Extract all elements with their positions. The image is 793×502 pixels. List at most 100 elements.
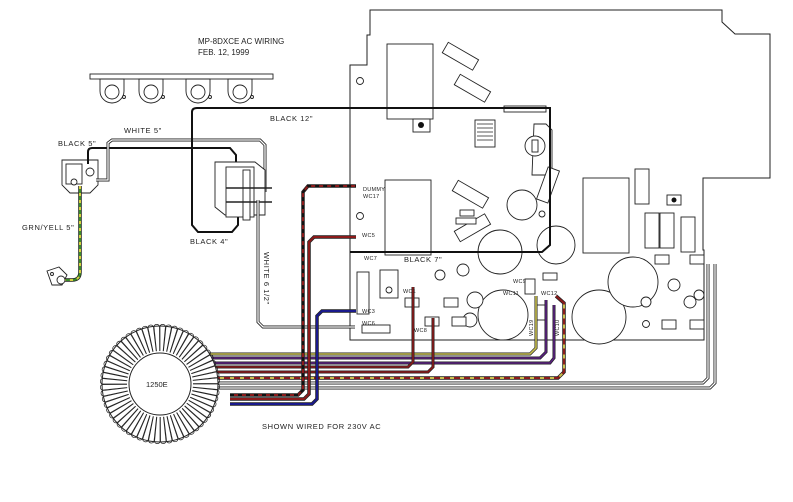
label-white-5: WHITE 5" [124,126,162,135]
toroid-winding [131,412,147,438]
lamp-socket [185,78,212,104]
toroid-winding [100,372,128,381]
wire-black-5 [87,147,190,164]
wire-grn-yell [60,186,82,282]
toroid-winding [108,350,134,368]
toroid-winding [192,377,220,385]
toroid-winding [192,387,220,396]
label-wc5: WC5 [362,233,375,239]
toroid-winding [101,390,129,403]
toroid-winding [100,387,128,397]
wire-white-6-5 [256,200,355,329]
label-wc8: WC8 [414,328,427,334]
toroid-winding [116,406,139,428]
toroid-winding [112,403,136,424]
power-switch [214,161,272,221]
label-black-7: BLACK 7" [404,255,442,264]
pcb-components [356,41,705,345]
toroidal-transformer [100,324,220,444]
label-black-12: BLACK 12" [270,114,313,123]
label-wc19: WC19 [529,320,535,336]
toroid-winding [130,330,147,356]
toroid-winding [186,400,212,418]
footer-note: SHOWN WIRED FOR 230V AC [262,422,381,431]
toroid-winding [106,355,132,371]
power-entry-module [61,159,99,194]
toroid-winding [166,415,179,443]
toroid-winding [142,415,154,443]
toroid-winding [103,360,130,375]
label-black-5: BLACK 5" [58,139,96,148]
toroid-winding [163,416,173,444]
label-wc6: WC6 [362,321,375,327]
wire-black-12 [191,107,500,113]
toroid-winding [170,414,184,441]
toroid-winding [186,349,211,368]
transformer-leads [160,264,717,390]
label-wc9: WC9 [513,279,526,285]
toroid-winding [106,397,132,414]
transformer-label: 1250E [146,380,168,389]
toroid-winding [103,394,130,408]
label-black-4: BLACK 4" [190,237,228,246]
toroid-winding [173,330,189,356]
toroid-winding [141,325,154,353]
toroid-winding [176,332,194,358]
toroid-winding [188,354,214,371]
diagram-title: MP-8DXCE AC WIRING [198,37,284,46]
label-wc1: WC1 [403,289,416,295]
toroid-winding [136,414,151,441]
toroid-winding [192,383,220,390]
toroid-winding [184,344,208,365]
label-wc10: WC10 [555,320,561,336]
pcb-outline [349,9,771,341]
toroid-winding [148,416,157,444]
toroid-winding [109,400,134,419]
toroid-winding [173,412,190,438]
toroid-winding [159,416,167,444]
toroid-winding [120,336,141,360]
toroid-winding [163,324,172,352]
toroid-winding [176,410,195,435]
wire-red-wc5 [230,235,356,401]
lamp-socket-bar [89,73,274,104]
ground-lug [46,266,68,286]
diagram-date: FEB. 12, 1999 [198,48,250,57]
toroid-winding [192,371,220,381]
label-dummy: DUMMY [363,187,385,193]
label-grn-yell-5: GRN/YELL 5" [22,223,74,232]
label-wc7: WC7 [364,256,377,262]
toroid-winding [136,327,150,354]
label-wc17: WC17 [363,194,379,200]
toroid-winding [179,408,200,432]
toroid-winding [190,360,217,374]
toroid-winding [191,365,219,378]
toroid-winding [147,324,157,352]
lamp-socket [138,78,165,104]
lamp-socket [99,78,126,104]
toroid-winding [100,378,128,385]
toroid-winding [169,327,184,354]
toroid-winding [125,333,144,358]
toroid-winding [159,324,166,352]
lamp-socket [227,78,254,104]
toroid-winding [191,390,219,402]
toroid-winding [154,416,161,444]
toroid-winding [121,408,141,432]
toroid-winding [182,405,204,428]
toroid-winding [112,345,136,365]
toroid-winding [184,403,208,423]
toroid-winding [190,393,217,408]
toroid-winding [126,410,144,436]
toroid-winding [101,366,129,378]
toroid-winding [181,340,204,362]
label-wc12: WC12 [541,291,557,297]
toroid-winding [188,397,214,413]
toroid-winding [179,336,199,360]
toroid-winding [153,324,161,352]
toroid-winding [166,325,178,353]
toroid-winding [100,383,128,391]
label-white-6-5: WHITE 6 1/2" [262,252,271,305]
toroid-winding [116,340,138,363]
